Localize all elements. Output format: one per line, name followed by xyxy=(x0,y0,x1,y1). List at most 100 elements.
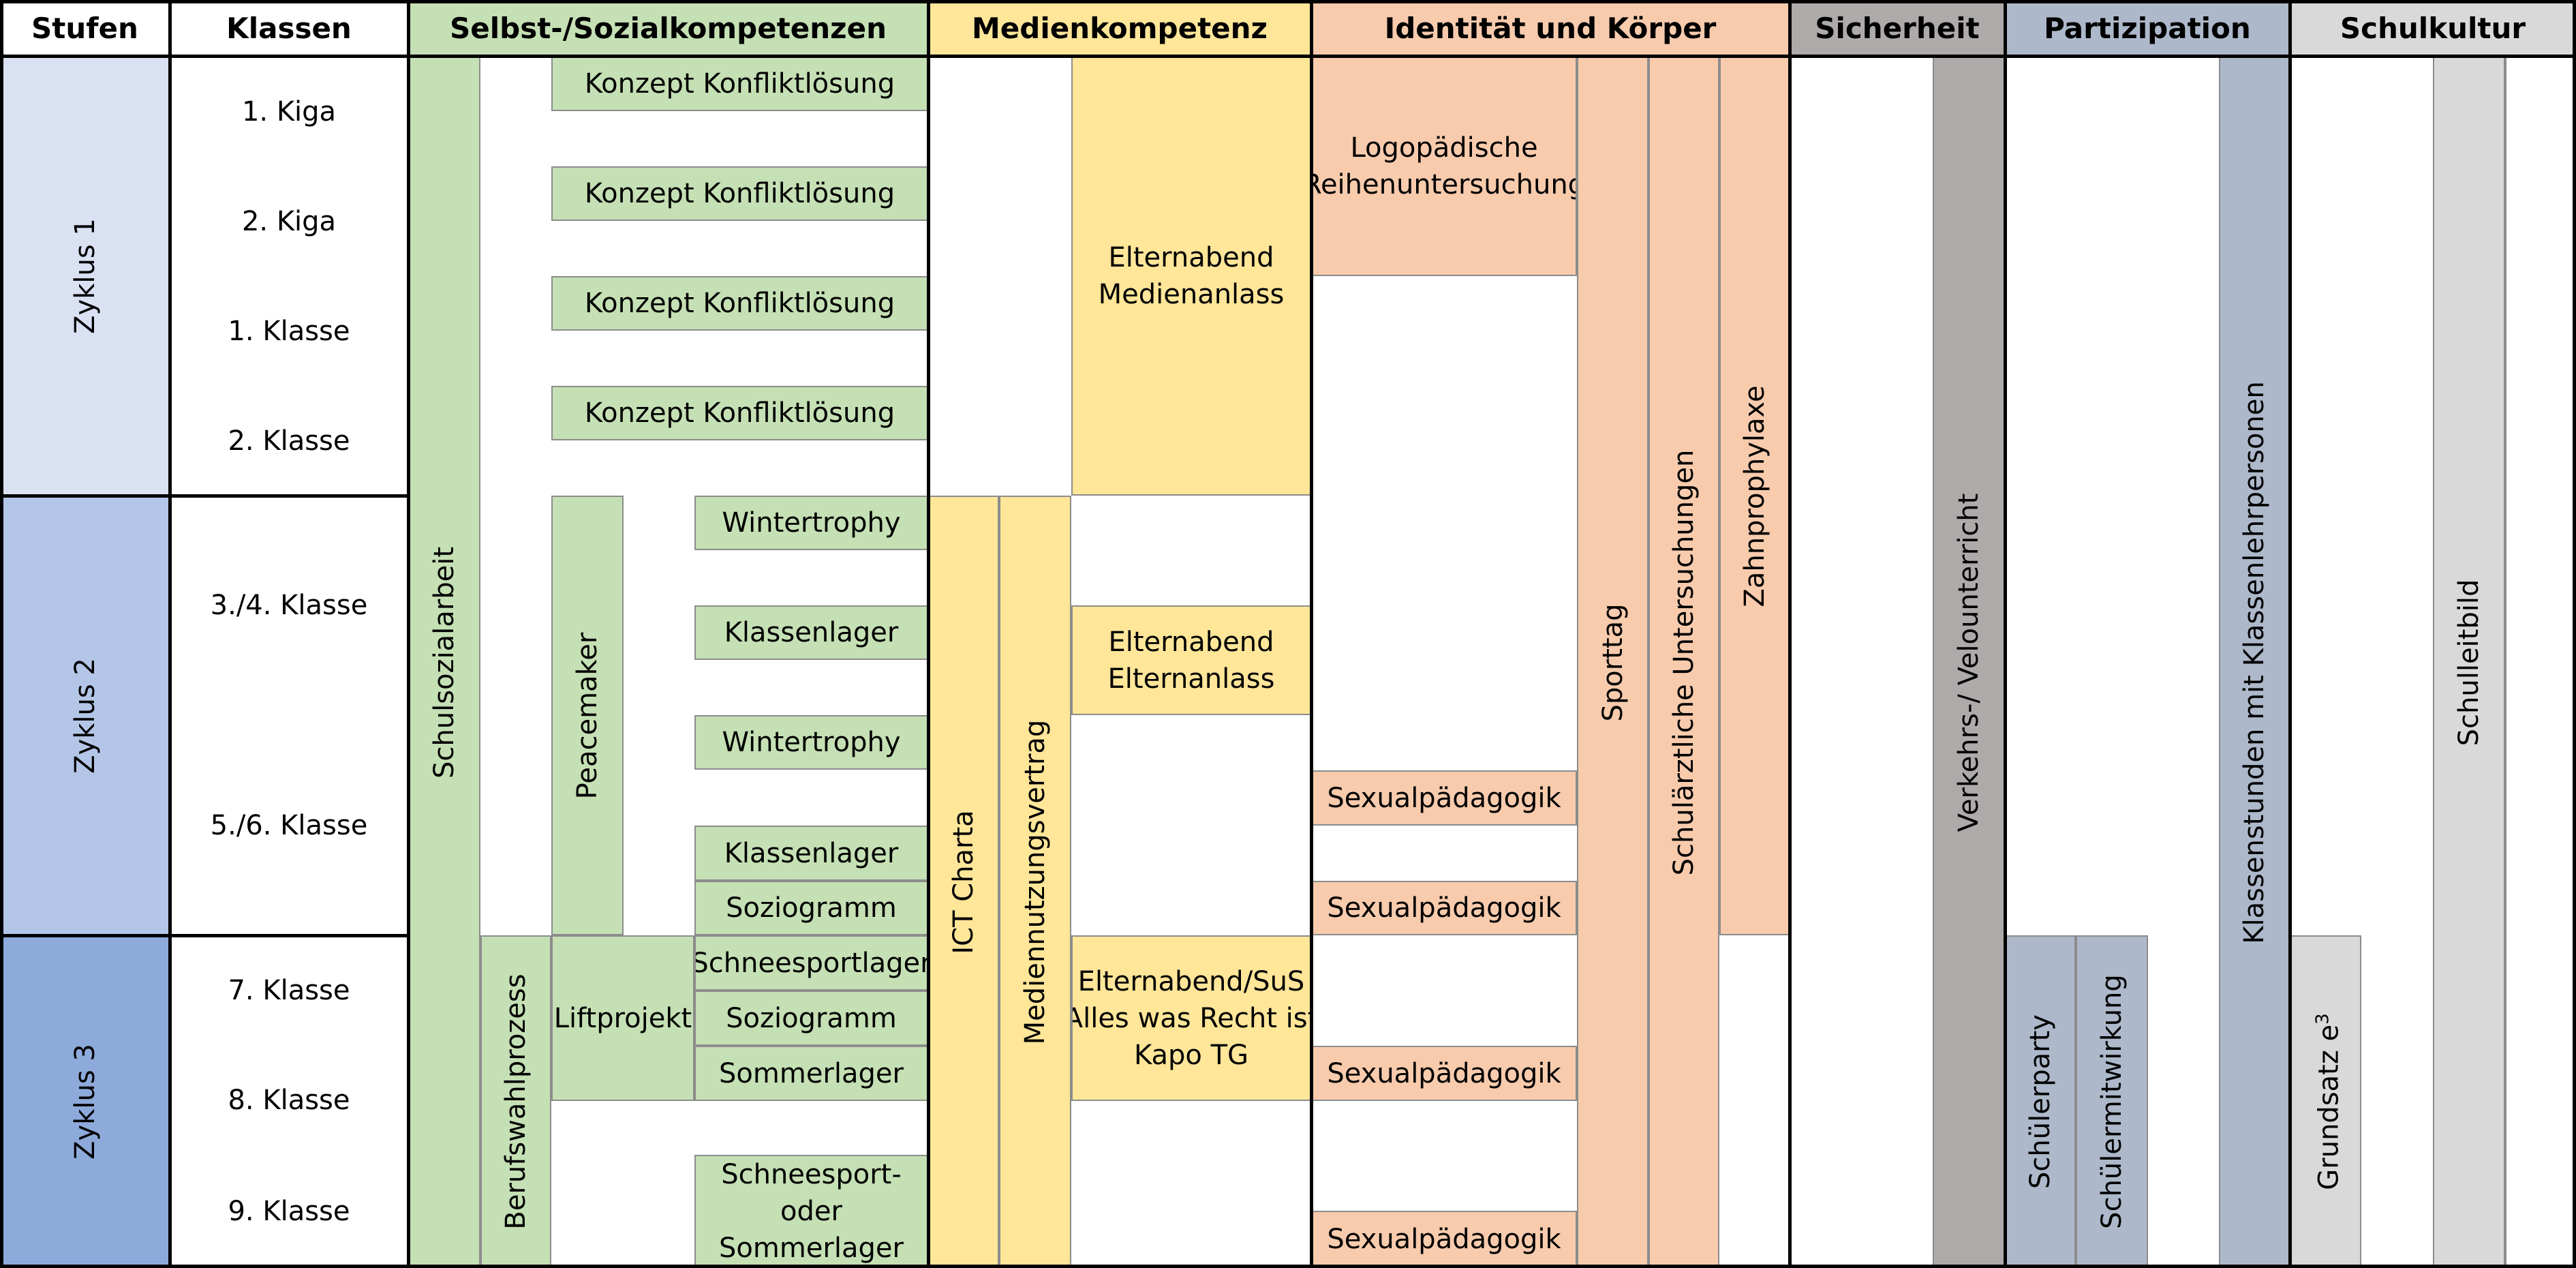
klasse-7-klasse: 7. Klasse xyxy=(228,974,350,1006)
berufswahlprozess-label: Berufswahlprozess xyxy=(500,973,532,1230)
konflikt-box-4: Konzept Konfliktlösung xyxy=(551,386,928,440)
logopaedie-line-1: Logopädische xyxy=(1350,132,1538,164)
wintertrophy-box-1: Wintertrophy xyxy=(694,496,928,550)
ict-charta-label: ICT Charta xyxy=(948,809,979,954)
grid-col-sicherheit xyxy=(2004,0,2007,1268)
klasse-1-kiga: 1. Kiga xyxy=(241,95,337,127)
schneesport-oder-line-1: Schneesport- xyxy=(721,1159,902,1190)
sporttag-label: Sporttag xyxy=(1597,603,1629,721)
verkehrsunterricht-bar: Verkehrs-/ Velounterricht xyxy=(1933,57,2005,1268)
zahnprophylaxe-label: Zahnprophylaxe xyxy=(1738,384,1770,607)
zyklus-2-label: Zyklus 2 xyxy=(69,657,101,774)
elternabend-sus-line-1: Elternabend/SuS xyxy=(1077,965,1305,997)
schneesportlager-box: Schneesportlager xyxy=(694,935,928,991)
konflikt-box-3: Konzept Konfliktlösung xyxy=(551,276,928,331)
klasse-3-4-klasse: 3./4. Klasse xyxy=(210,590,368,621)
klassenlager-box-1: Klassenlager xyxy=(694,605,928,660)
grid-border-left xyxy=(0,0,3,1268)
klasse-1-klasse: 1. Klasse xyxy=(228,315,350,347)
grid-col-klassen xyxy=(407,0,410,1268)
sommerlager-box: Sommerlager xyxy=(694,1046,928,1101)
sporttag-bar: Sporttag xyxy=(1577,57,1649,1268)
schulleitbild-label: Schulleitbild xyxy=(2453,579,2485,746)
header-partizipation: Partizipation xyxy=(2005,0,2290,57)
grid-col-medien xyxy=(1310,0,1313,1268)
grundsatz-bar: Grundsatz e3 xyxy=(2290,935,2361,1268)
peacemaker-bar: Peacemaker xyxy=(551,496,624,935)
schuelerparty-label: Schülerparty xyxy=(2025,1014,2056,1189)
klasse-8-klasse: 8. Klasse xyxy=(228,1084,350,1116)
ict-charta-bar: ICT Charta xyxy=(928,496,999,1268)
schneesport-oder-line-2: oder xyxy=(780,1196,842,1227)
elternabend-elternanlass-box: Elternabend Elternanlass xyxy=(1071,605,1311,715)
sexualpaedagogik-box-3: Sexualpädagogik xyxy=(1311,1046,1577,1101)
elternabend-medienanlass-box: Elternabend Medienanlass xyxy=(1071,57,1311,496)
zyklus-1-cell: Zyklus 1 xyxy=(0,57,170,496)
grid-header-bottom xyxy=(0,55,2576,58)
sexualpaedagogik-box-4: Sexualpädagogik xyxy=(1311,1211,1577,1268)
elternabend-medien-line-2: Medienanlass xyxy=(1098,279,1285,310)
verkehrsunterricht-label: Verkehrs-/ Velounterricht xyxy=(1953,493,1984,832)
zahnprophylaxe-bar: Zahnprophylaxe xyxy=(1719,57,1790,935)
grid-border-top xyxy=(0,0,2576,3)
schuelermitwirkung-bar: Schülermitwirkung xyxy=(2076,935,2148,1268)
klasse-2-klasse: 2. Klasse xyxy=(228,425,350,457)
thin-divider xyxy=(2505,57,2506,1268)
grid-col-selbst xyxy=(927,0,930,1268)
wintertrophy-box-2: Wintertrophy xyxy=(694,715,928,770)
zyklus-1-label: Zyklus 1 xyxy=(69,218,101,334)
header-medienkompetenz: Medienkompetenz xyxy=(928,0,1311,57)
schneesport-oder-sommerlager-box: Schneesport- oder Sommerlager xyxy=(694,1155,928,1268)
elternabend-sus-box: Elternabend/SuS Alles was Recht ist Kapo… xyxy=(1071,935,1311,1101)
liftprojekt-box: Liftprojekt xyxy=(551,935,694,1101)
klasse-5-6-klasse: 5./6. Klasse xyxy=(210,809,368,841)
schneesport-oder-line-3: Sommerlager xyxy=(719,1233,904,1264)
klassenstunden-bar: Klassenstunden mit Klassenlehrpersonen xyxy=(2219,57,2290,1268)
zyklus-3-label: Zyklus 3 xyxy=(69,1044,101,1160)
schuelermitwirkung-label: Schülermitwirkung xyxy=(2096,974,2128,1229)
schulleitbild-bar: Schulleitbild xyxy=(2433,57,2505,1268)
klasse-9-klasse: 9. Klasse xyxy=(228,1196,350,1227)
schuelerparty-bar: Schülerparty xyxy=(2005,935,2076,1268)
grundsatz-text: Grundsatz e xyxy=(2313,1024,2345,1190)
elternabend-eltern-line-1: Elternabend xyxy=(1108,626,1274,658)
header-sicherheit: Sicherheit xyxy=(1790,0,2005,57)
konflikt-box-2: Konzept Konfliktlösung xyxy=(551,166,928,221)
grid-col-identitaet xyxy=(1788,0,1792,1268)
mediennutzungsvertrag-bar: Mediennutzungsvertrag xyxy=(999,496,1071,1268)
logopaedie-box: Logopädische Reihenuntersuchung xyxy=(1311,57,1577,276)
grid-zyklus-2-3-divider xyxy=(0,934,408,937)
header-stufen: Stufen xyxy=(31,12,138,45)
grid-border-right xyxy=(2573,0,2576,1268)
zyklus-2-cell: Zyklus 2 xyxy=(0,496,170,935)
elternabend-eltern-line-2: Elternanlass xyxy=(1107,663,1275,695)
header-selbst-sozialkompetenzen: Selbst-/Sozialkompetenzen xyxy=(408,0,928,57)
schulsozialarbeit-bar: Schulsozialarbeit xyxy=(408,57,480,1268)
grundsatz-superscript: 3 xyxy=(2312,1013,2333,1025)
schulaerztliche-untersuchungen-bar: Schulärztliche Untersuchungen xyxy=(1649,57,1719,1268)
klassenstunden-label: Klassenstunden mit Klassenlehrpersonen xyxy=(2239,380,2270,944)
logopaedie-line-2: Reihenuntersuchung xyxy=(1311,169,1577,200)
header-klassen: Klassen xyxy=(226,12,352,45)
soziogramm-box-1: Soziogramm xyxy=(694,881,928,935)
peacemaker-label: Peacemaker xyxy=(572,632,603,799)
schulaerztliche-untersuchungen-label: Schulärztliche Untersuchungen xyxy=(1668,449,1700,875)
elternabend-medien-line-1: Elternabend xyxy=(1108,242,1274,273)
klasse-2-kiga: 2. Kiga xyxy=(241,205,337,237)
mediennutzungsvertrag-label: Mediennutzungsvertrag xyxy=(1019,719,1051,1044)
grid-zyklus-1-2-divider xyxy=(0,494,408,498)
soziogramm-box-2: Soziogramm xyxy=(694,991,928,1046)
grundsatz-label: Grundsatz e3 xyxy=(2304,1013,2347,1190)
elternabend-sus-line-3: Kapo TG xyxy=(1133,1039,1249,1071)
grid-border-bottom xyxy=(0,1265,2576,1268)
header-identitaet-koerper: Identität und Körper xyxy=(1311,0,1790,57)
grid-col-stufen xyxy=(168,0,172,1268)
konflikt-box-1: Konzept Konfliktlösung xyxy=(551,57,928,111)
klassenlager-box-2: Klassenlager xyxy=(694,826,928,881)
schulsozialarbeit-label: Schulsozialarbeit xyxy=(429,546,460,779)
sexualpaedagogik-box-2: Sexualpädagogik xyxy=(1311,881,1577,935)
sexualpaedagogik-box-1: Sexualpädagogik xyxy=(1311,770,1577,826)
zyklus-3-cell: Zyklus 3 xyxy=(0,935,170,1268)
grid-col-partizipation xyxy=(2288,0,2292,1268)
